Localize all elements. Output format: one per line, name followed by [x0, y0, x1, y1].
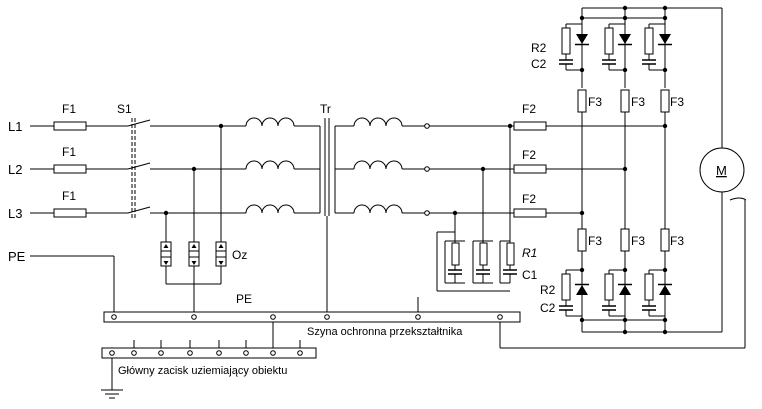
- label-f2-1: F2: [522, 102, 536, 116]
- label-pe-bus: PE: [236, 292, 252, 306]
- fuse-f2-1: [513, 121, 547, 131]
- label-f3-bot-2: F3: [631, 234, 645, 248]
- label-f3-bot-1: F3: [588, 234, 602, 248]
- fuse-f1-l1: [53, 121, 87, 131]
- label-c1: C1: [522, 268, 538, 282]
- label-pe-input: PE: [8, 249, 26, 264]
- rc-snubber-r1c1: [436, 123, 518, 292]
- output-lines: [429, 121, 668, 218]
- fuse-f1-l2: [53, 164, 87, 174]
- label-f3-top-1: F3: [588, 95, 602, 109]
- label-tr: Tr: [320, 102, 331, 116]
- transformer-secondary: [334, 117, 430, 216]
- protective-bus-bar: [103, 311, 521, 348]
- labels: L1 L2 L3 PE F1 F1 F1 S1 Tr Oz F2 F2 F2 F…: [8, 41, 727, 377]
- label-motor: M: [716, 163, 727, 178]
- label-c2-top: C2: [531, 57, 547, 71]
- fuse-f2-3: [513, 208, 547, 218]
- label-s1: S1: [117, 102, 132, 116]
- label-oz: Oz: [232, 248, 247, 262]
- label-l3: L3: [8, 206, 22, 221]
- label-f3-bot-3: F3: [670, 234, 684, 248]
- label-r2-top: R2: [531, 41, 547, 55]
- label-r2-bot: R2: [540, 283, 556, 297]
- fuse-f2-2: [513, 164, 547, 174]
- label-f1-2: F1: [62, 145, 76, 159]
- transformer-core: [324, 118, 330, 216]
- label-r1: R1: [522, 246, 537, 260]
- transformer-primary: [245, 117, 321, 214]
- label-c2-bot: C2: [540, 301, 556, 315]
- label-l1: L1: [8, 119, 22, 134]
- ground-icon: [101, 389, 123, 399]
- main-earthing-terminal: [101, 340, 317, 399]
- fuse-f1-l3: [53, 208, 87, 218]
- motor-icon: [699, 147, 745, 193]
- rectifier-bridge: [558, 5, 722, 335]
- label-f2-3: F2: [522, 192, 536, 206]
- motor: [499, 8, 747, 349]
- label-f1-3: F1: [62, 189, 76, 203]
- label-main-terminal: Główny zacisk uziemiający obiektu: [118, 365, 287, 377]
- label-f2-2: F2: [522, 148, 536, 162]
- surge-arresters: [160, 123, 227, 317]
- switch-s1: [127, 118, 246, 218]
- label-f1-1: F1: [62, 102, 76, 116]
- label-f3-top-3: F3: [670, 95, 684, 109]
- input-phases: [30, 121, 128, 218]
- pe-wiring: [30, 216, 419, 312]
- label-bus-caption: Szyna ochronna przekształtnika: [307, 326, 463, 338]
- label-l2: L2: [8, 162, 22, 177]
- label-f3-top-2: F3: [631, 95, 645, 109]
